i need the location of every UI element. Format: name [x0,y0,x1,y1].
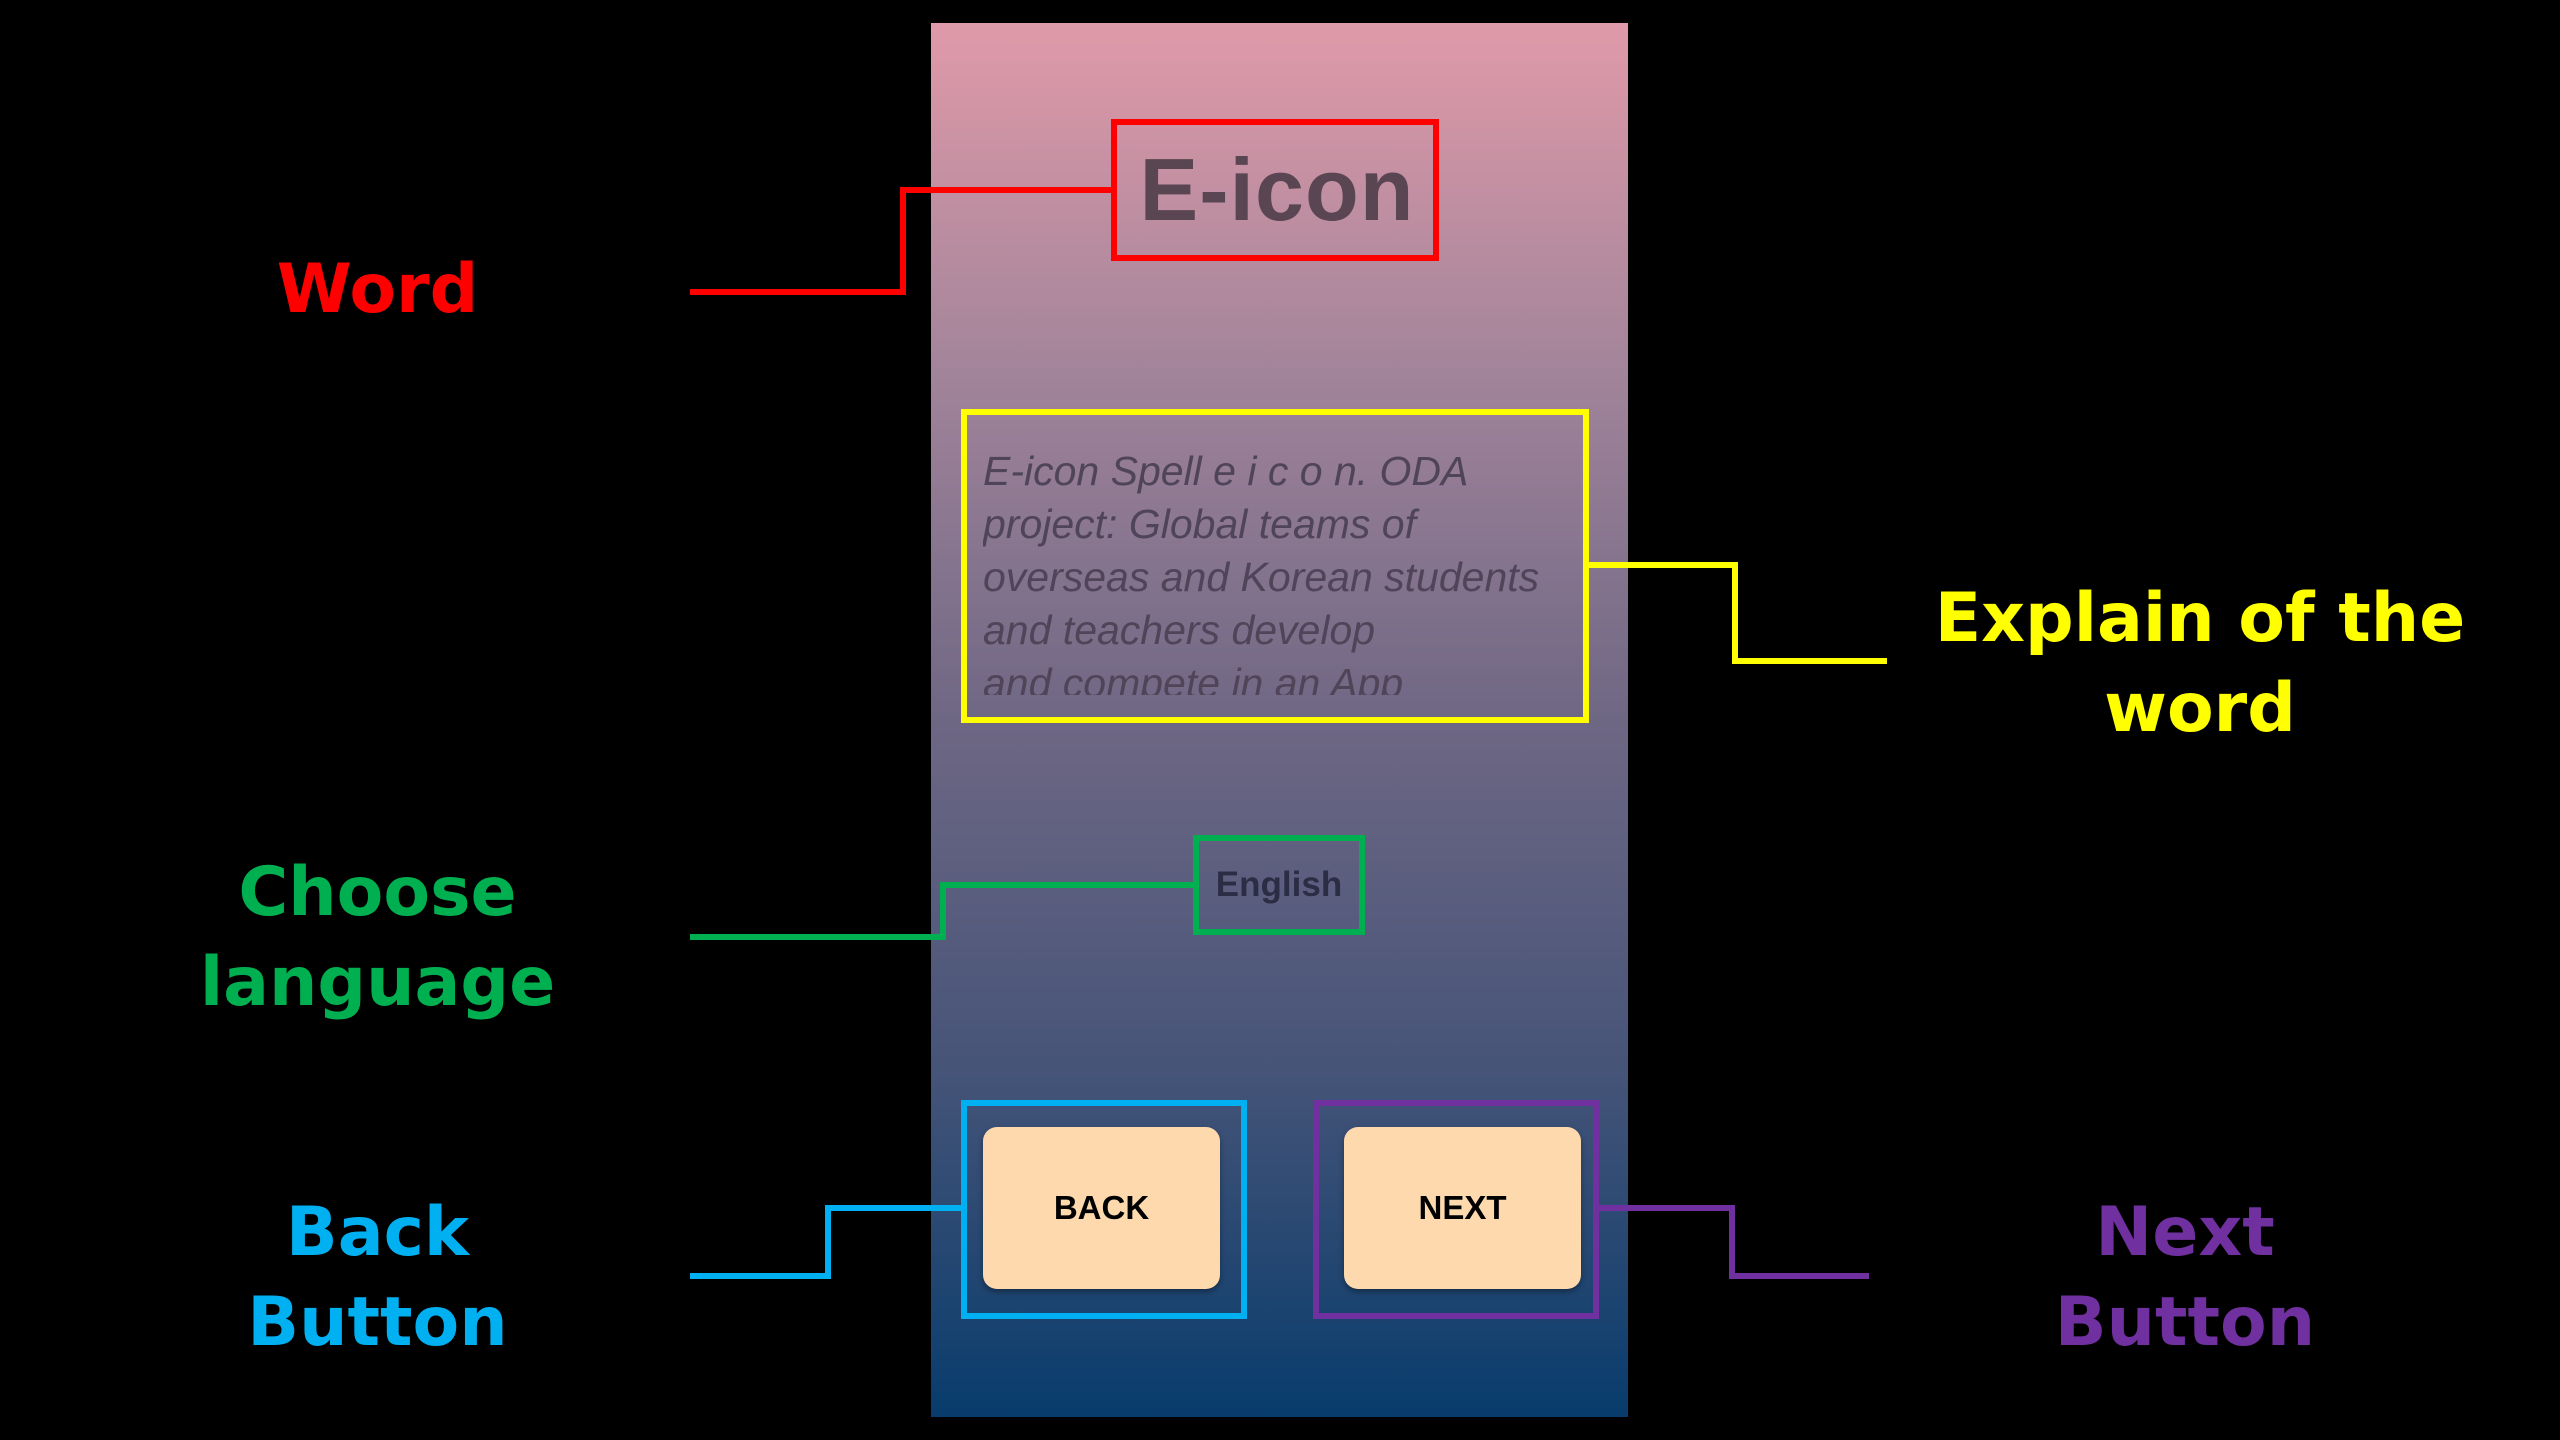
language-connector-line [690,882,1196,940]
language-button[interactable]: English [1215,865,1343,904]
explain-connector-line [1586,562,1887,664]
back-highlight-box [961,1100,1247,1319]
explain-highlight-box [961,409,1589,723]
back-connector-line [690,1205,964,1279]
next-connector-line [1596,1205,1869,1279]
language-highlight-box [1193,835,1365,935]
next-highlight-box [1313,1100,1599,1319]
back-annotation-label: Back Button [247,1193,508,1362]
word-explanation: E-icon Spell e i c o n. ODA project: Glo… [983,448,1540,695]
next-annotation-label: Next Button [2054,1193,2316,1362]
word-connector-line [690,187,1114,295]
word-annotation-label: Word [276,250,479,329]
explain-annotation-label: Explain of the word [1934,579,2466,748]
next-button[interactable]: NEXT [1344,1127,1581,1289]
word-highlight-box [1111,119,1439,261]
back-button[interactable]: BACK [983,1127,1220,1289]
language-annotation-label: Choose language [199,853,556,1022]
word-title: E-icon [1139,140,1415,239]
